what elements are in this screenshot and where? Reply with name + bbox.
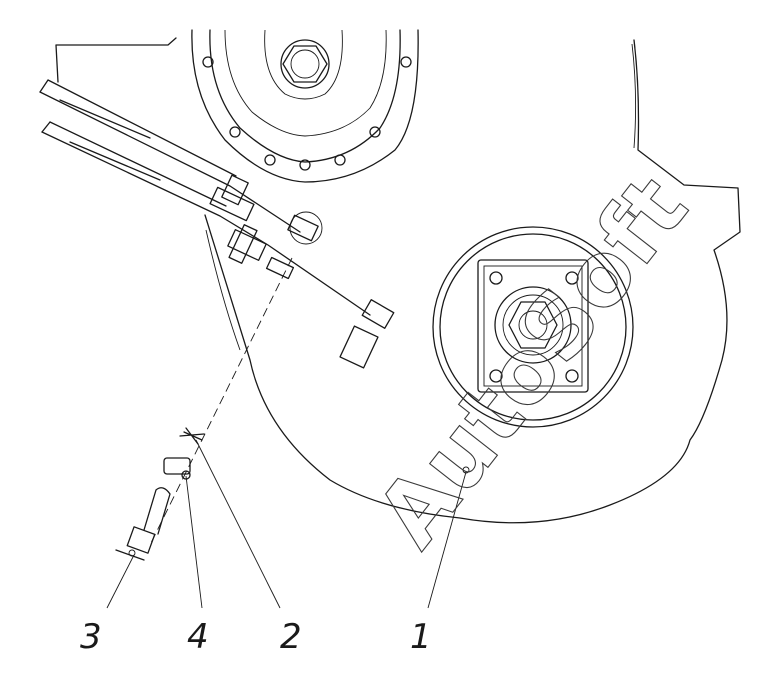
right-bearing-housing — [432, 226, 634, 428]
upper-flange — [191, 29, 419, 183]
part-nut — [179, 427, 205, 445]
watermark-text: AutoSoft — [357, 157, 707, 565]
callout-4: 4 — [187, 617, 209, 657]
callout-3: 3 — [80, 617, 102, 657]
leader-lines — [106, 439, 467, 609]
callout-1: 1 — [410, 617, 432, 657]
assembly-axis — [149, 257, 293, 546]
housing-inner-edge — [205, 43, 637, 351]
part-washer — [163, 457, 191, 480]
housing-outline — [55, 37, 741, 524]
part-bolt — [115, 487, 171, 561]
control-cables — [39, 79, 395, 369]
callout-2: 2 — [280, 617, 302, 657]
